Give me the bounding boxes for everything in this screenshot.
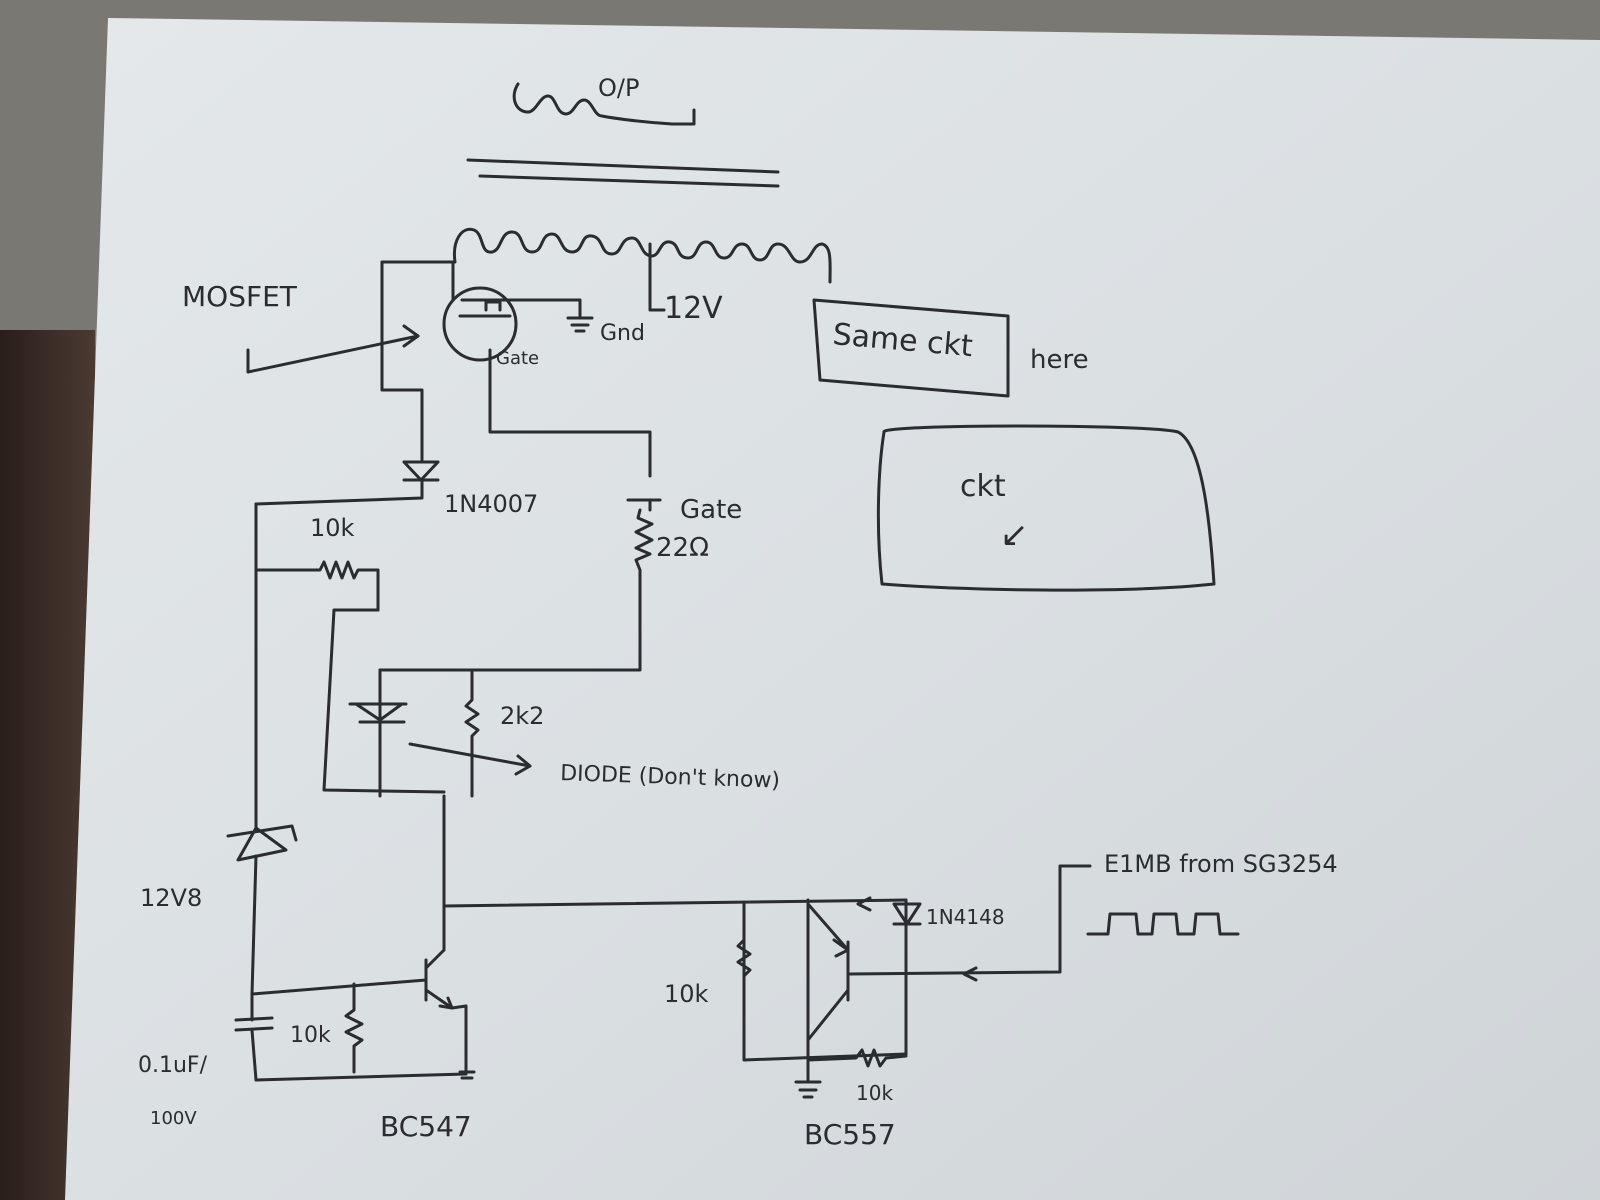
input-arrow (962, 966, 978, 982)
mosfet-pointer-head (402, 324, 420, 348)
resistor-2k2-label: 2k2 (500, 702, 544, 730)
center-tap-wire (648, 242, 666, 312)
zener-symbol (236, 826, 288, 862)
core-line-2 (478, 174, 780, 188)
output-winding (512, 82, 696, 126)
mosfet-label: MOSFET (182, 280, 298, 313)
ground-symbol (566, 316, 594, 333)
top-arrow (856, 896, 872, 912)
resistor-2k2 (464, 668, 480, 798)
bc547-label: BC547 (380, 1110, 472, 1143)
resistor-22-and-wire (378, 508, 654, 798)
pwm-waveform (1086, 912, 1240, 936)
mosfet-channel (484, 300, 502, 312)
resistor-10k-bc557 (736, 938, 752, 978)
diode-1n4007-label: 1N4007 (444, 490, 538, 518)
capacitor-symbol (234, 992, 274, 1082)
diode-unknown-symbol (348, 702, 408, 724)
diode-1n4148-symbol (892, 902, 922, 926)
mosfet-gate-label: Gate (496, 348, 539, 369)
drain-left-wire (380, 260, 455, 462)
mosfet-pointer (246, 334, 420, 374)
primary-winding (452, 227, 832, 284)
bc557-ground-symbol (794, 1062, 822, 1099)
bc547-collector (424, 948, 446, 970)
input-wire (846, 864, 1092, 976)
labels: O/P 12V MOSFET Gnd Gate Same ckt here ck… (138, 74, 1338, 1151)
bc547-ground-mark (458, 1070, 476, 1080)
bc557-left-wire (742, 902, 908, 1062)
zener-bar (226, 824, 298, 842)
bc557-label: BC557 (804, 1118, 896, 1151)
input-label: E1MB from SG3254 (1104, 850, 1338, 878)
bc557-collector (806, 988, 850, 1042)
same-ckt-here-label: here (1030, 345, 1089, 375)
core-line-1 (466, 158, 780, 174)
resistor-loop-wire (322, 608, 446, 794)
resistor-10k-bottom-label: 10k (856, 1081, 893, 1105)
output-label: O/P (598, 74, 639, 102)
resistor-22-label: 22Ω (656, 533, 709, 563)
circuit-drawing (226, 82, 1240, 1099)
resistor-10k-bc547-label: 10k (290, 1023, 331, 1048)
bc547-emitter-arrow (438, 996, 454, 1010)
diode-to-rail-wire (254, 478, 424, 506)
resistor-10k-top-label: 10k (310, 514, 355, 542)
resistor-10k-bc547 (344, 982, 364, 1074)
gate-wire (488, 348, 652, 478)
bc557-emitter (806, 902, 850, 952)
resistor-10k-bottom (806, 1048, 908, 1068)
cap-label-2: 100V (150, 1108, 197, 1129)
ckt-arrow: ↙ (1000, 515, 1029, 555)
diode-pointer (408, 742, 532, 768)
zener-bottom-wire (250, 854, 258, 996)
base-drive-wire (442, 898, 908, 908)
bc557-emitter-arrow (832, 938, 850, 958)
zener-label: 12V8 (140, 884, 202, 912)
ckt-box (876, 424, 1216, 592)
same-ckt-box (812, 298, 1010, 398)
gate-node-mark (626, 498, 662, 512)
mosfet-body (442, 286, 518, 362)
gnd-wire (508, 298, 582, 318)
resistor-10k-bc557-label: 10k (664, 980, 709, 1008)
resistor-10k-top (254, 560, 380, 612)
gate-node-label: Gate (680, 495, 742, 525)
cap-label-1: 0.1uF/ (138, 1053, 208, 1078)
diode-1n4148-label: 1N4148 (926, 905, 1005, 929)
bc547-base-wire (250, 978, 428, 996)
bottom-ground-wire (254, 1072, 468, 1082)
supply-label: 12V (664, 291, 723, 326)
diode-pointer-head (514, 754, 532, 776)
gnd-label: Gnd (600, 321, 645, 346)
ckt-label: ckt (960, 469, 1006, 504)
